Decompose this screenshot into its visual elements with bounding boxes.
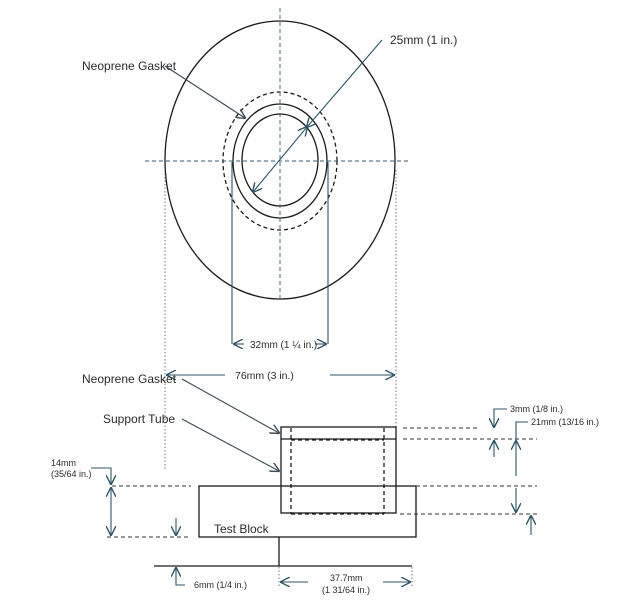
tube-height-label: 21mm (13/16 in.) bbox=[531, 417, 599, 427]
block-height-leader bbox=[91, 467, 111, 484]
block-height-label-2: (35/64 in.) bbox=[51, 469, 92, 479]
inner-diameter-leader bbox=[307, 39, 383, 127]
top-gasket-leader bbox=[164, 65, 245, 118]
top-view: 25mm (1 in.) Neoprene Gasket 32mm (1 ¼ i… bbox=[82, 8, 457, 475]
base-offset-arrow bbox=[176, 568, 185, 586]
test-block bbox=[198, 485, 417, 538]
block-height-label-1: 14mm bbox=[51, 458, 76, 468]
side-gasket-label: Neoprene Gasket bbox=[82, 372, 177, 386]
gasket-thickness-top-arrow bbox=[494, 408, 507, 427]
test-block-label: Test Block bbox=[214, 522, 270, 536]
support-tube bbox=[280, 426, 397, 514]
side-gasket-leader bbox=[181, 378, 279, 433]
inner-diameter-arrow bbox=[253, 127, 307, 192]
top-gasket-label: Neoprene Gasket bbox=[82, 59, 177, 73]
side-view: Neoprene Gasket Support Tube Test Block … bbox=[51, 372, 599, 595]
support-tube-leader bbox=[181, 418, 279, 471]
tube-offset-label-2: (1 31/64 in.) bbox=[322, 585, 370, 595]
inner-diameter-label: 25mm (1 in.) bbox=[390, 33, 457, 47]
tube-offset-label-1: 37.7mm bbox=[330, 573, 363, 583]
support-tube-label: Support Tube bbox=[103, 412, 175, 426]
outer-diameter-label: 76mm (3 in.) bbox=[235, 370, 294, 382]
tube-height-leader bbox=[515, 421, 528, 440]
gasket-thickness-label: 3mm (1/8 in.) bbox=[510, 404, 563, 414]
tube-diameter-label: 32mm (1 ¼ in.) bbox=[250, 339, 317, 351]
base-offset-label: 6mm (1/4 in.) bbox=[194, 580, 247, 590]
